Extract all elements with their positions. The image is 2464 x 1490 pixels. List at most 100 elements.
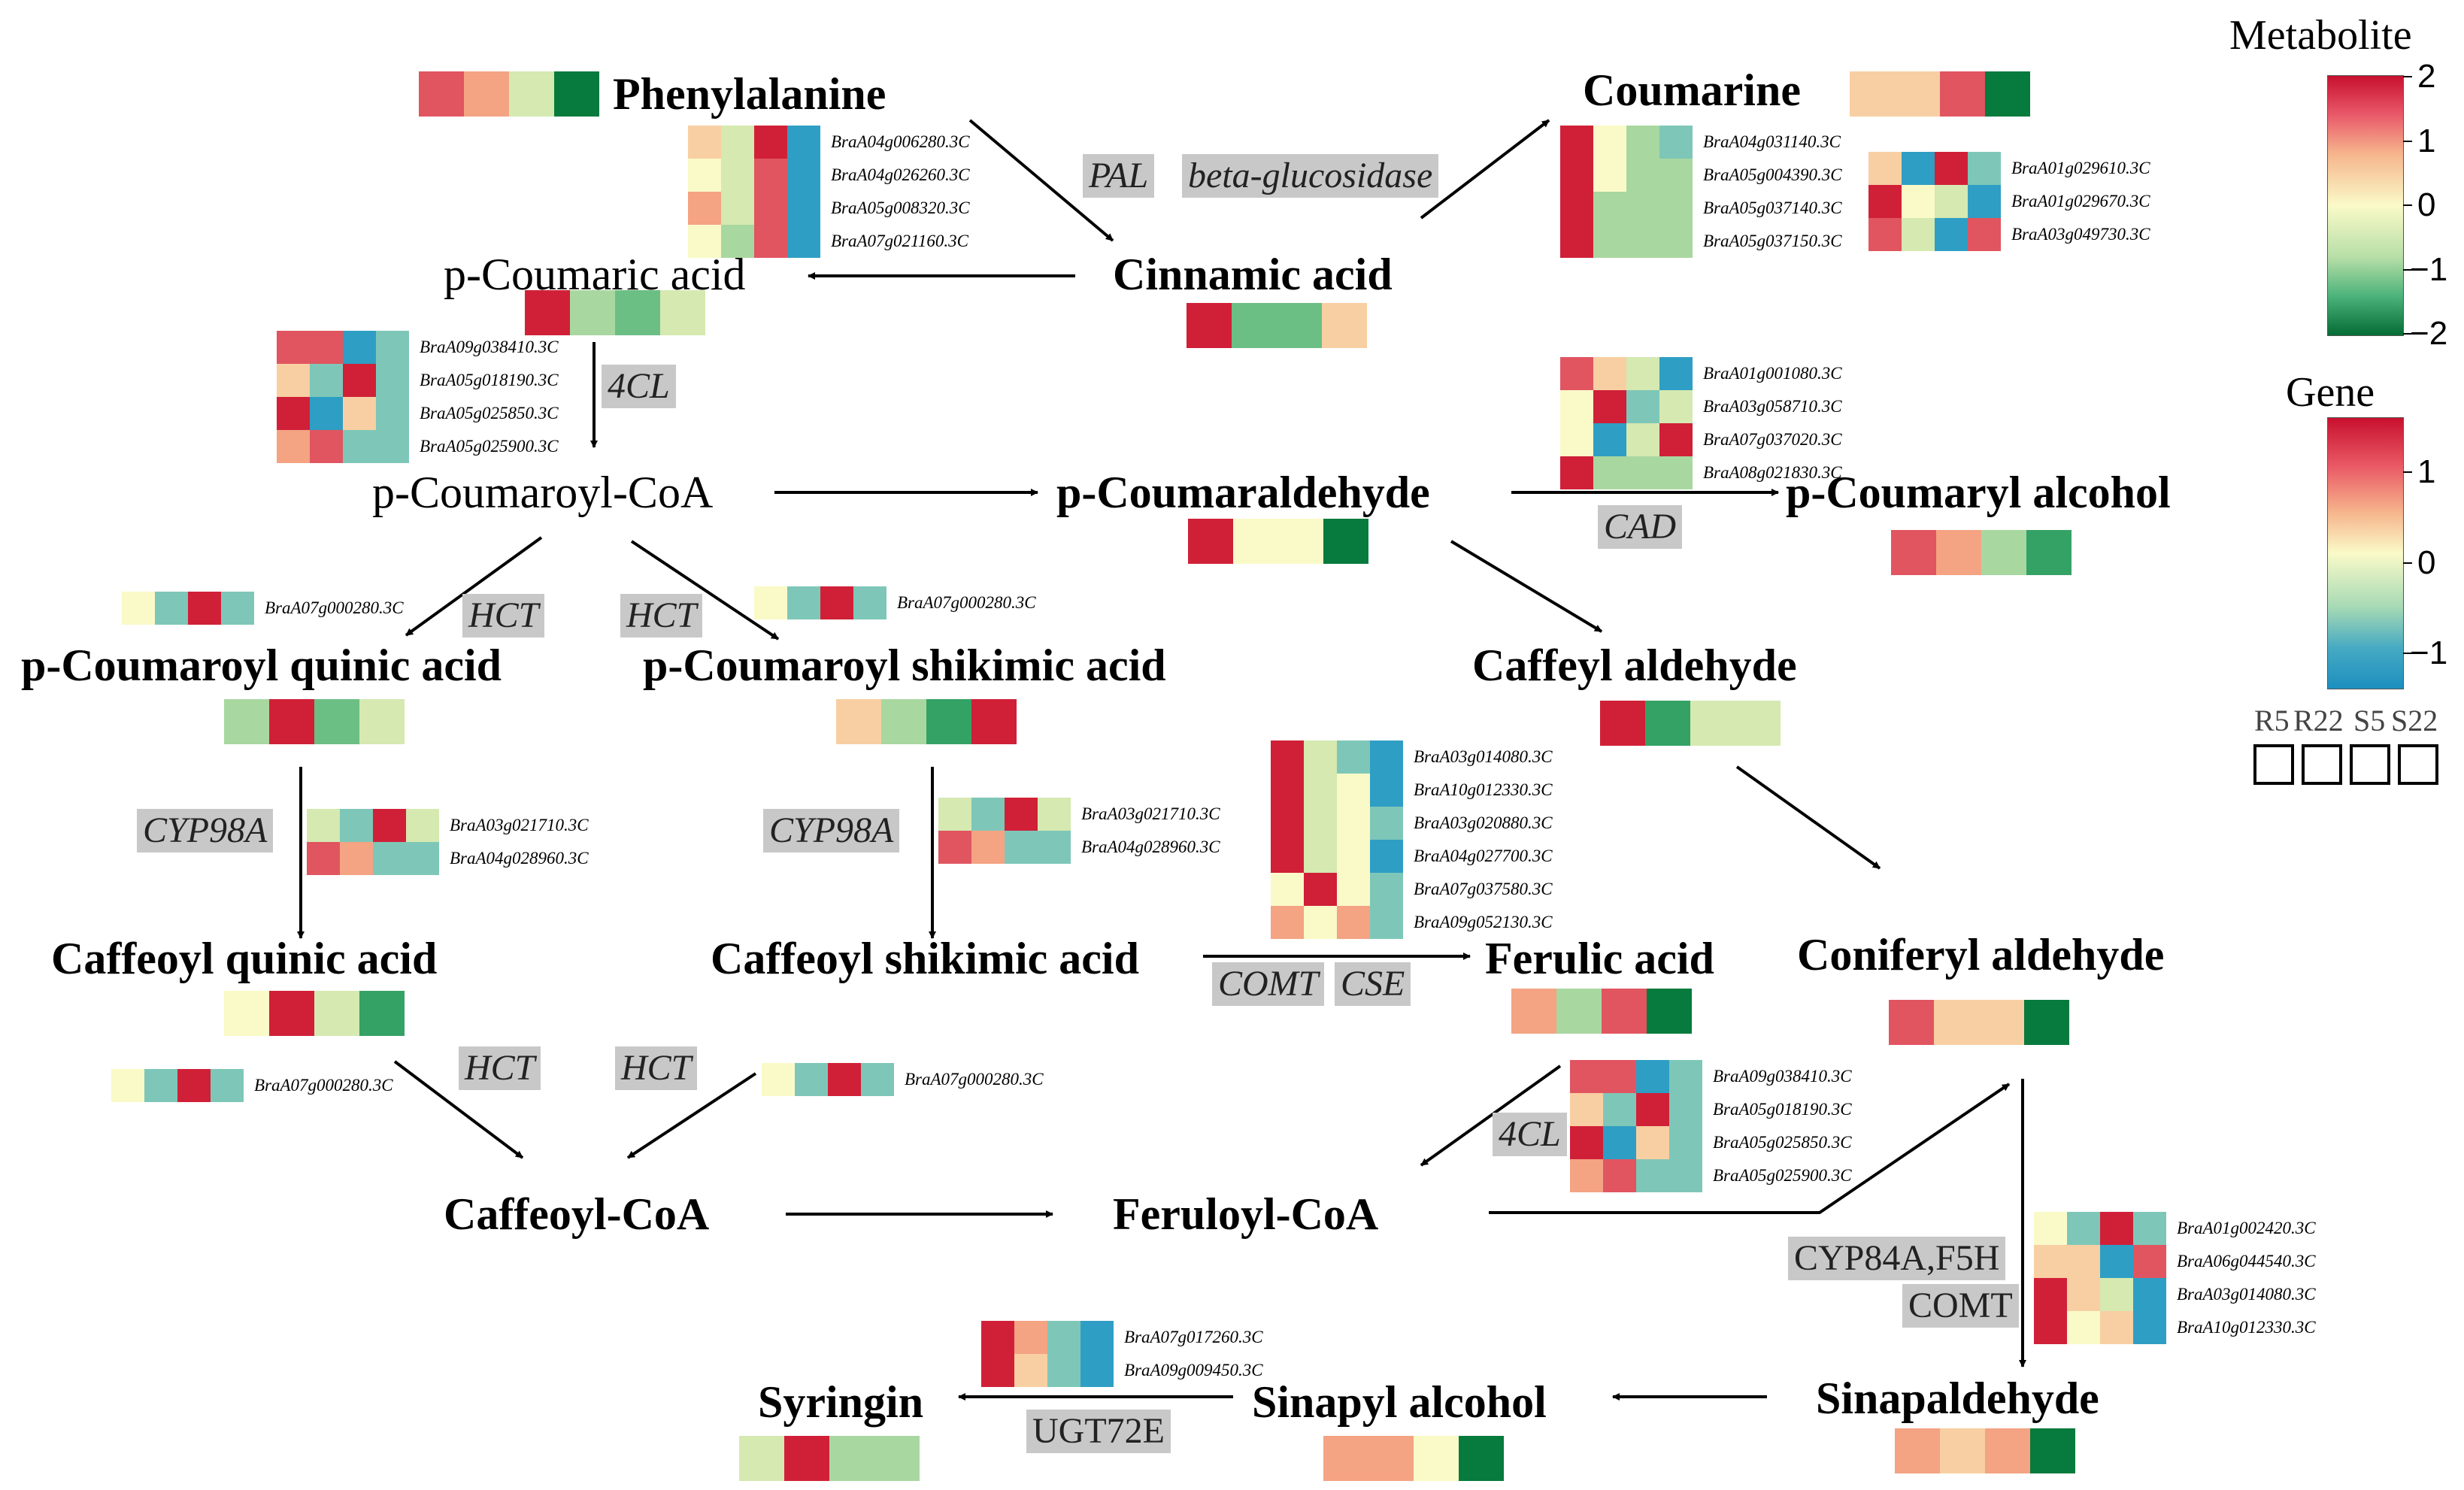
gene-cell [2133, 1311, 2166, 1344]
arrow-caffeoylshikimic-to-caffeoylcoa [626, 1072, 757, 1159]
gene-cell [1626, 390, 1659, 423]
metabolite-cell [1690, 701, 1735, 746]
label-coniferyl-aldehyde: Coniferyl aldehyde [1797, 930, 2165, 980]
metabolite-cell [359, 699, 405, 744]
metabolite-cell [1981, 530, 2026, 575]
gene-cell [1370, 873, 1403, 906]
gene-row: BraA03g058710.3C [1560, 390, 1842, 423]
gene-cell [1038, 798, 1071, 831]
gene-cell [1659, 225, 1693, 258]
label-ferulic-acid: Ferulic acid [1485, 934, 1714, 983]
gene-id-label: BraA07g000280.3C [905, 1070, 1044, 1089]
gene-cell [1560, 225, 1593, 258]
gene-cell [1337, 807, 1370, 840]
gene-heatmap-hct-bottom-right: BraA07g000280.3C [762, 1063, 1044, 1096]
gene-cell [1626, 456, 1659, 489]
metabolite-strip-syringin [739, 1436, 920, 1481]
gene-id-label: BraA04g028960.3C [450, 849, 589, 868]
gene-heatmap-hct-bottom-left: BraA07g000280.3C [111, 1069, 393, 1102]
gene-cell [795, 1063, 828, 1096]
metabolite-cell [570, 290, 615, 335]
gene-id-label: BraA05g025850.3C [1713, 1133, 1852, 1152]
gene-cell [1271, 740, 1304, 774]
gene-cell [1304, 807, 1337, 840]
metabolite-cell [784, 1436, 829, 1481]
metabolite-cell [829, 1436, 874, 1481]
label-coumarine: Coumarine [1583, 65, 1801, 115]
gene-cell [828, 1063, 861, 1096]
gene-row: BraA04g031140.3C [1560, 126, 1842, 159]
label-sinapyl-alcohol: Sinapyl alcohol [1252, 1377, 1547, 1427]
gene-cell [277, 331, 310, 364]
gene-cell [1626, 192, 1659, 225]
gene-cell [762, 1063, 795, 1096]
metabolite-tick-mark [2403, 333, 2412, 335]
sample-label-s5: S5 [2353, 704, 2386, 737]
gene-cell [1636, 1159, 1669, 1192]
metabolite-cell [971, 699, 1017, 744]
metabolite-tick: −2 [2410, 315, 2448, 352]
metabolite-cell [359, 991, 405, 1036]
metabolite-cell [1895, 1428, 1940, 1473]
gene-row: BraA05g018190.3C [277, 364, 559, 397]
gene-id-label: BraA05g004390.3C [1703, 165, 1842, 184]
gene-cell [787, 586, 820, 619]
gene-id-label: BraA05g037140.3C [1703, 198, 1842, 217]
gene-id-label: BraA09g052130.3C [1414, 913, 1553, 931]
gene-id-label: BraA01g001080.3C [1703, 364, 1842, 383]
metabolite-strip-coniferyl-aldehyde [1889, 1000, 2069, 1045]
gene-id-label: BraA03g014080.3C [2177, 1285, 2316, 1304]
gene-cell [1868, 152, 1902, 185]
gene-cell [211, 1069, 244, 1102]
metabolite-tick-mark [2403, 76, 2412, 77]
gene-id-label: BraA03g021710.3C [450, 816, 589, 834]
enzyme-pal: PAL [1083, 154, 1155, 198]
metabolite-cell [1645, 701, 1690, 746]
metabolite-cell [1368, 1436, 1414, 1481]
metabolite-cell [1322, 303, 1367, 348]
metabolite-strip-p-coumaraldehyde [1188, 519, 1368, 564]
gene-row: BraA09g009450.3C [981, 1354, 1263, 1387]
gene-cell [1593, 357, 1626, 390]
gene-cell [1005, 798, 1038, 831]
enzyme-ugt72e: UGT72E [1026, 1410, 1171, 1454]
metabolite-cell [1556, 989, 1602, 1034]
gene-cell [2067, 1311, 2100, 1344]
gene-cell [1626, 225, 1659, 258]
gene-cell [2034, 1311, 2067, 1344]
gene-tick-mark [2403, 653, 2412, 654]
gene-cell [1570, 1060, 1603, 1093]
gene-cell [155, 592, 188, 625]
gene-cell [1337, 873, 1370, 906]
gene-cell [111, 1069, 144, 1102]
metabolite-cell [1985, 1428, 2030, 1473]
gene-cell [373, 809, 406, 842]
gene-tick: 0 [2417, 544, 2436, 581]
gene-cell [1636, 1093, 1669, 1126]
gene-cell [1271, 807, 1304, 840]
metabolite-cell [1511, 989, 1556, 1034]
gene-cell [853, 586, 886, 619]
gene-row: BraA03g020880.3C [1271, 807, 1553, 840]
metabolite-strip-caffeoyl-quinic-acid [224, 991, 405, 1036]
gene-row: BraA03g014080.3C [2034, 1278, 2316, 1311]
gene-id-label: BraA05g018190.3C [1713, 1100, 1852, 1119]
gene-cell [277, 397, 310, 430]
gene-cell [1868, 218, 1902, 251]
metabolite-cell [2026, 530, 2072, 575]
gene-cell [2034, 1245, 2067, 1278]
gene-cell [2067, 1245, 2100, 1278]
sample-box-r22 [2302, 744, 2342, 785]
gene-cell [721, 159, 754, 192]
gene-cell [343, 331, 376, 364]
metabolite-cell [1233, 519, 1278, 564]
gene-cell [1047, 1354, 1080, 1387]
metabolite-cell [1323, 1436, 1368, 1481]
gene-id-label: BraA04g006280.3C [831, 132, 970, 151]
metabolite-colorbar [2327, 75, 2404, 336]
label-sinapaldehyde: Sinapaldehyde [1816, 1373, 2099, 1423]
metabolite-cell [314, 991, 359, 1036]
gene-cell [1593, 390, 1626, 423]
